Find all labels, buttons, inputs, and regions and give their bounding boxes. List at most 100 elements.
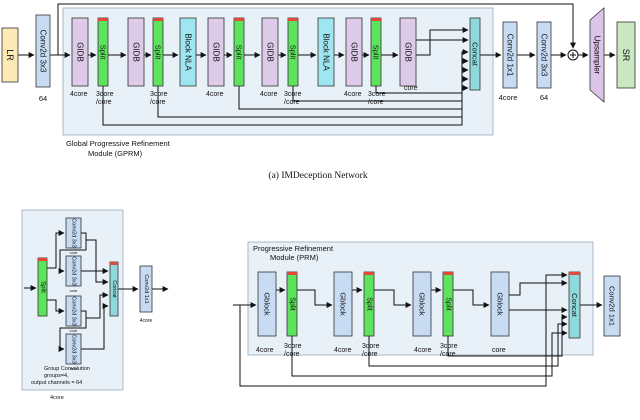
- gidb-block-4: [261, 17, 279, 87]
- split-block-3-accent: [234, 18, 244, 21]
- gidb-conv-block-3: [65, 295, 82, 327]
- gidb-conv-label-3: Conv2d 3x3: [71, 296, 77, 325]
- gidb-conv-block-1: [65, 217, 82, 249]
- split-block-1-label: Split: [99, 45, 108, 61]
- label-3core-1b: /core: [96, 99, 112, 106]
- conv3x3-channels: 64: [540, 93, 548, 102]
- conv3x3-block-label: Conv2d 3x3: [540, 34, 549, 77]
- prm-label-4core-2: 4core: [334, 347, 352, 354]
- wire-prm-s1-concat: [291, 330, 568, 377]
- prm-split-3-accent: [443, 272, 453, 275]
- split-block-2-accent: [153, 18, 163, 21]
- wire-prm-skip: [239, 272, 568, 387]
- gidb-block-5-label: GIDB: [350, 42, 359, 62]
- wire-split-concat-1: [157, 76, 469, 118]
- conv1x1-block-label: Conv2d 1x1: [506, 34, 515, 77]
- prm-gblock-4-label: Gblock: [496, 292, 505, 316]
- wire-prm-s3-g4: [453, 289, 490, 308]
- prm-split-2-label: Split: [366, 297, 373, 311]
- gidb-split-block-label: Split: [40, 281, 46, 293]
- split-block-4-accent: [288, 18, 298, 21]
- prm-label-3core-3b: /core: [440, 351, 456, 358]
- gidb-note-line-1: Group Convolution: [44, 366, 90, 372]
- gidb-conv-label-1: Conv2d 3x3: [71, 218, 77, 247]
- gidb-conv-core-2: core: [70, 288, 79, 293]
- gidb-block-6: [399, 17, 417, 87]
- prm-gblock-1-label: Gblock: [263, 292, 272, 316]
- residual-plus-glyph: [570, 52, 576, 58]
- gidb-conv1x1-block: [139, 265, 153, 313]
- prm-concat-block-label: Concat: [570, 293, 579, 318]
- nla-block-2-label: Block NLA: [322, 33, 331, 71]
- prm-concat-block-accent: [569, 272, 580, 275]
- gidb-block-2-label: GIDB: [132, 42, 141, 62]
- gidb-conv-block-2: [65, 255, 82, 287]
- prm-gblock-3: [412, 271, 432, 337]
- split-block-1-accent: [98, 18, 108, 21]
- prm-label-3core-3a: 3core: [440, 343, 458, 350]
- wire-conv1-conv2: [58, 232, 87, 274]
- gidb-concat-block-label: Concat: [111, 280, 117, 298]
- prm-gblock-3-label: Gblock: [418, 292, 427, 316]
- split-block-2-label: Split: [154, 45, 163, 61]
- gidb-split-block-accent: [38, 258, 47, 261]
- label-3core-4a: 3core: [368, 91, 386, 98]
- gidb-conv-core-1: core: [70, 250, 79, 255]
- prm-wires: [233, 272, 603, 387]
- label-3core-3b: /core: [284, 99, 300, 106]
- conv-in-channels: 64: [39, 94, 47, 103]
- gidb-conv-block-4: [65, 333, 82, 365]
- prm-conv1x1-block: [603, 275, 621, 337]
- conv-in-block: [35, 14, 51, 88]
- upsampler-label: Upsampler: [593, 36, 602, 75]
- split-block-5-label: Split: [372, 45, 381, 61]
- wire-prm-s1-g2: [297, 289, 333, 308]
- wire-conv1-concat: [86, 239, 109, 285]
- label-core: core: [404, 85, 418, 92]
- gidb-block-6-label: GIDB: [404, 42, 413, 62]
- gidb-note-line-3: output channels = 64: [31, 380, 82, 386]
- label-3core-1a: 3core: [96, 91, 114, 98]
- split-block-5-accent: [371, 18, 381, 21]
- wire-conv4-concat: [81, 303, 109, 350]
- nla-block-1: [179, 17, 197, 87]
- wire-prm-s2-concat: [368, 321, 568, 367]
- wire-conv3-concat: [86, 292, 109, 319]
- prm-label-4core: 4core: [256, 347, 274, 354]
- upsampler-block: [589, 7, 605, 103]
- gidb-block-4-label: GIDB: [266, 42, 275, 62]
- wire-prm-g4-concat: [509, 280, 568, 296]
- nla-block-2: [317, 17, 335, 87]
- lr-input-block: [1, 27, 19, 83]
- gprm-title-line-2: Module (GPRM): [88, 149, 143, 158]
- sr-output-block-label: SR: [621, 49, 631, 62]
- prm-label-3core-2b: /core: [362, 351, 378, 358]
- top-wires: [18, 3, 616, 126]
- split-block-4-label: Split: [289, 45, 298, 61]
- wire-split-conv3: [47, 299, 65, 314]
- wire-global-skip: [57, 3, 576, 55]
- gidb-conv-label-2: Conv2d 3x3: [71, 256, 77, 285]
- prm-gblock-4: [490, 271, 510, 337]
- gidb-conv-core-3: core: [70, 328, 79, 333]
- wire-split-concat-4: [375, 49, 469, 94]
- label-4core-4: 4core: [344, 91, 362, 98]
- gidb-block-1: [71, 17, 89, 87]
- label-3core-2a: 3core: [150, 91, 168, 98]
- label-4core-2: 4core: [206, 91, 224, 98]
- conv-in-block-label: Conv2d 3x3: [39, 30, 48, 73]
- prm-gblock-2: [333, 271, 353, 337]
- caption-imdeception: (a) IMDeception Network: [268, 170, 367, 181]
- prm-split-1-accent: [287, 272, 297, 275]
- conv1x1-block: [502, 21, 518, 89]
- gidb-note-line-2: groups=4,: [44, 373, 69, 379]
- prm-label-4core-3: 4core: [414, 347, 432, 354]
- top-blocks: LR Conv2d 3x3 64 GIDB Split GIDB Split Block NL…: [1, 7, 636, 106]
- lr-input-block-label: LR: [5, 49, 15, 61]
- gidb-bottom-label: 4core: [50, 395, 64, 401]
- gidb-block-3: [207, 17, 225, 87]
- wire-split-concat-3: [292, 58, 469, 102]
- sr-output-block: [616, 21, 636, 89]
